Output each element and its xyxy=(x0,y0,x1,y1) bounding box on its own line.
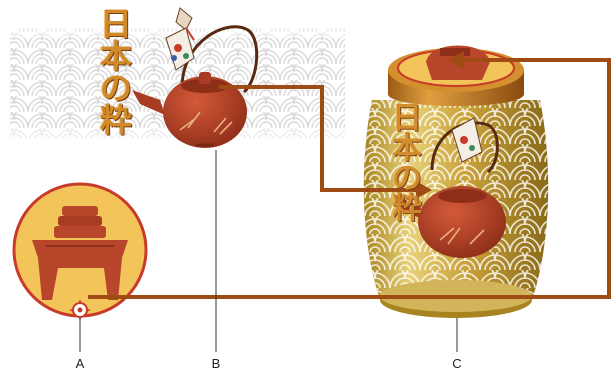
canister-vertical-text: 日 本 の 粋 xyxy=(392,104,422,224)
callout-label-a: A xyxy=(70,356,90,371)
canister-char-3: の xyxy=(392,164,422,194)
title-char-1: 日 xyxy=(100,8,132,40)
callout-label-c: C xyxy=(447,356,467,371)
title-char-4: 粋 xyxy=(100,104,132,136)
title-vertical-text: 日 本 の 粋 xyxy=(100,8,132,136)
canister-char-1: 日 xyxy=(392,104,422,134)
title-char-3: の xyxy=(100,72,132,104)
canister-char-4: 粋 xyxy=(392,194,422,224)
callout-label-b: B xyxy=(206,356,226,371)
title-char-2: 本 xyxy=(100,40,132,72)
canister-char-2: 本 xyxy=(392,134,422,164)
